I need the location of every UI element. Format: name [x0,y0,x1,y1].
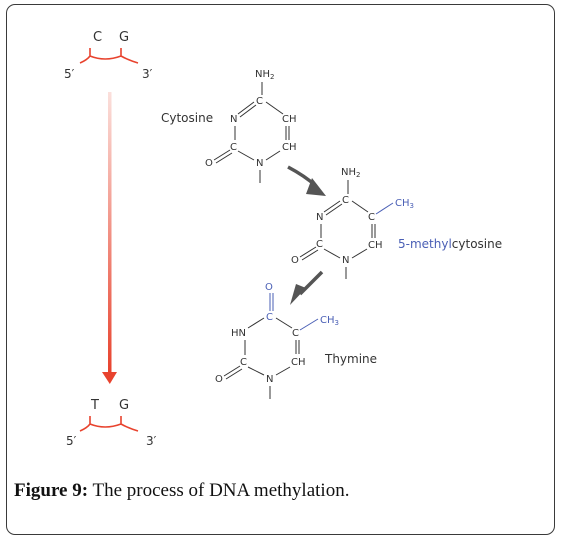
cytosine-o: O [205,158,213,169]
bottom-strand-backbone [79,416,139,432]
thymine-bonds [223,293,319,399]
cytosine-c5: CH [282,114,297,125]
cytosine-c4: C [256,96,263,107]
methylcytosine-n1: N [342,255,349,266]
cytosine-n1: N [256,158,263,169]
methylcytosine-bonds [299,180,394,279]
methylcytosine-structure: NH2 C CH3 N C C CH O N 5-methylcytosine [291,167,502,279]
thymine-structure: O C CH3 HN C C CH Thymine O N [215,282,377,399]
top-strand-backbone [79,48,139,64]
thymine-c4: C [266,312,273,323]
top-base-c: C [93,30,102,45]
thymine-c5: C [292,328,299,339]
top-5prime-label: 5′ [64,67,75,81]
cytosine-n3: N [230,114,237,125]
top-3prime-label: 3′ [142,67,153,81]
bottom-base-g: G [119,398,129,413]
methylcytosine-c4: C [342,195,349,206]
thymine-ch3: CH3 [320,315,339,327]
thymine-o2: O [215,374,223,385]
bottom-dna-strand: T G 5′ 3′ [66,398,157,448]
top-dna-strand: C G 5′ 3′ [64,30,153,81]
arrow-shaft [108,92,112,372]
methylcytosine-c2: C [316,239,323,250]
methylcytosine-c5: C [368,212,375,223]
thymine-c6: CH [291,357,306,368]
cytosine-label: Cytosine [161,111,213,125]
top-base-g: G [119,30,129,45]
thymine-o: O [265,282,273,293]
figure-caption-label: Figure 9: [14,480,89,501]
cytosine-c6: CH [282,142,297,153]
bottom-base-t: T [90,398,99,413]
figure-frame [6,4,555,535]
bottom-5prime-label: 5′ [66,434,77,448]
methylcytosine-n3: N [316,212,323,223]
methylcytosine-c6: CH [368,240,383,251]
arrow-head [102,372,117,384]
bottom-3prime-label: 3′ [146,434,157,448]
thymine-n1: N [266,374,273,385]
thymine-hn: HN [231,328,246,339]
thymine-c2: C [240,357,247,368]
cytosine-c2: C [230,142,237,153]
methylcytosine-label: 5-methylcytosine [398,237,502,251]
figure-caption: Figure 9: The process of DNA methylation… [14,480,544,502]
strand-change-arrow [102,92,117,384]
cytosine-bonds [213,82,290,183]
conversion-arrow-1 [287,165,326,196]
methylcytosine-nh2: NH2 [341,167,360,179]
conversion-arrow-2 [290,270,324,305]
cytosine-nh2: NH2 [255,69,274,81]
methylcytosine-ch3: CH3 [395,198,414,210]
methylcytosine-o: O [291,255,299,266]
thymine-label: Thymine [324,352,377,366]
cytosine-structure: Cytosine NH2 C N CH C CH O N [161,69,297,183]
figure-caption-text: The process of DNA methylation. [88,480,350,501]
